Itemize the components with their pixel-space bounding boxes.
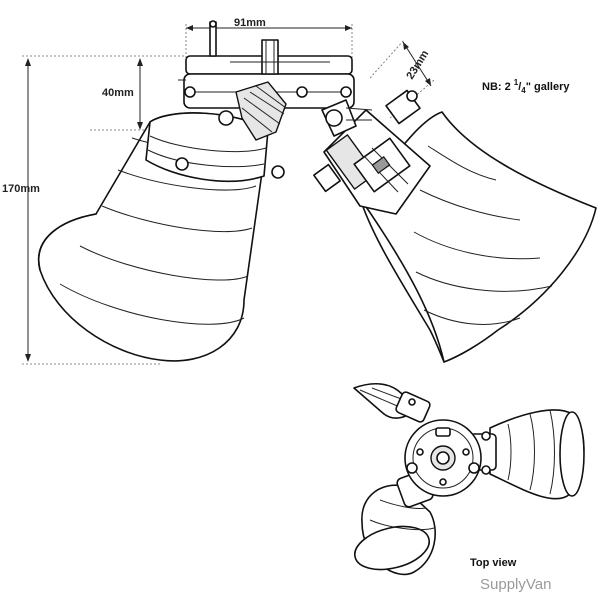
dimension-170mm: 170mm	[2, 55, 186, 365]
left-lamp-collar	[145, 110, 285, 182]
gallery-note: NB: 2 1/4" gallery	[482, 78, 570, 95]
left-lamp-knuckle	[235, 81, 287, 141]
right-lamp-holder	[313, 89, 431, 215]
top-view-drawing	[353, 382, 585, 576]
brand-watermark: SupplyVan	[480, 576, 551, 593]
dimension-170mm-label: 170mm	[2, 183, 40, 195]
dimension-40mm-label: 40mm	[102, 87, 134, 99]
dimension-23mm-label: 23mm	[404, 48, 431, 82]
right-lamp-arm	[321, 99, 373, 137]
top-view-caption: Top view	[470, 557, 517, 569]
dimension-91mm-label: 91mm	[234, 17, 266, 29]
